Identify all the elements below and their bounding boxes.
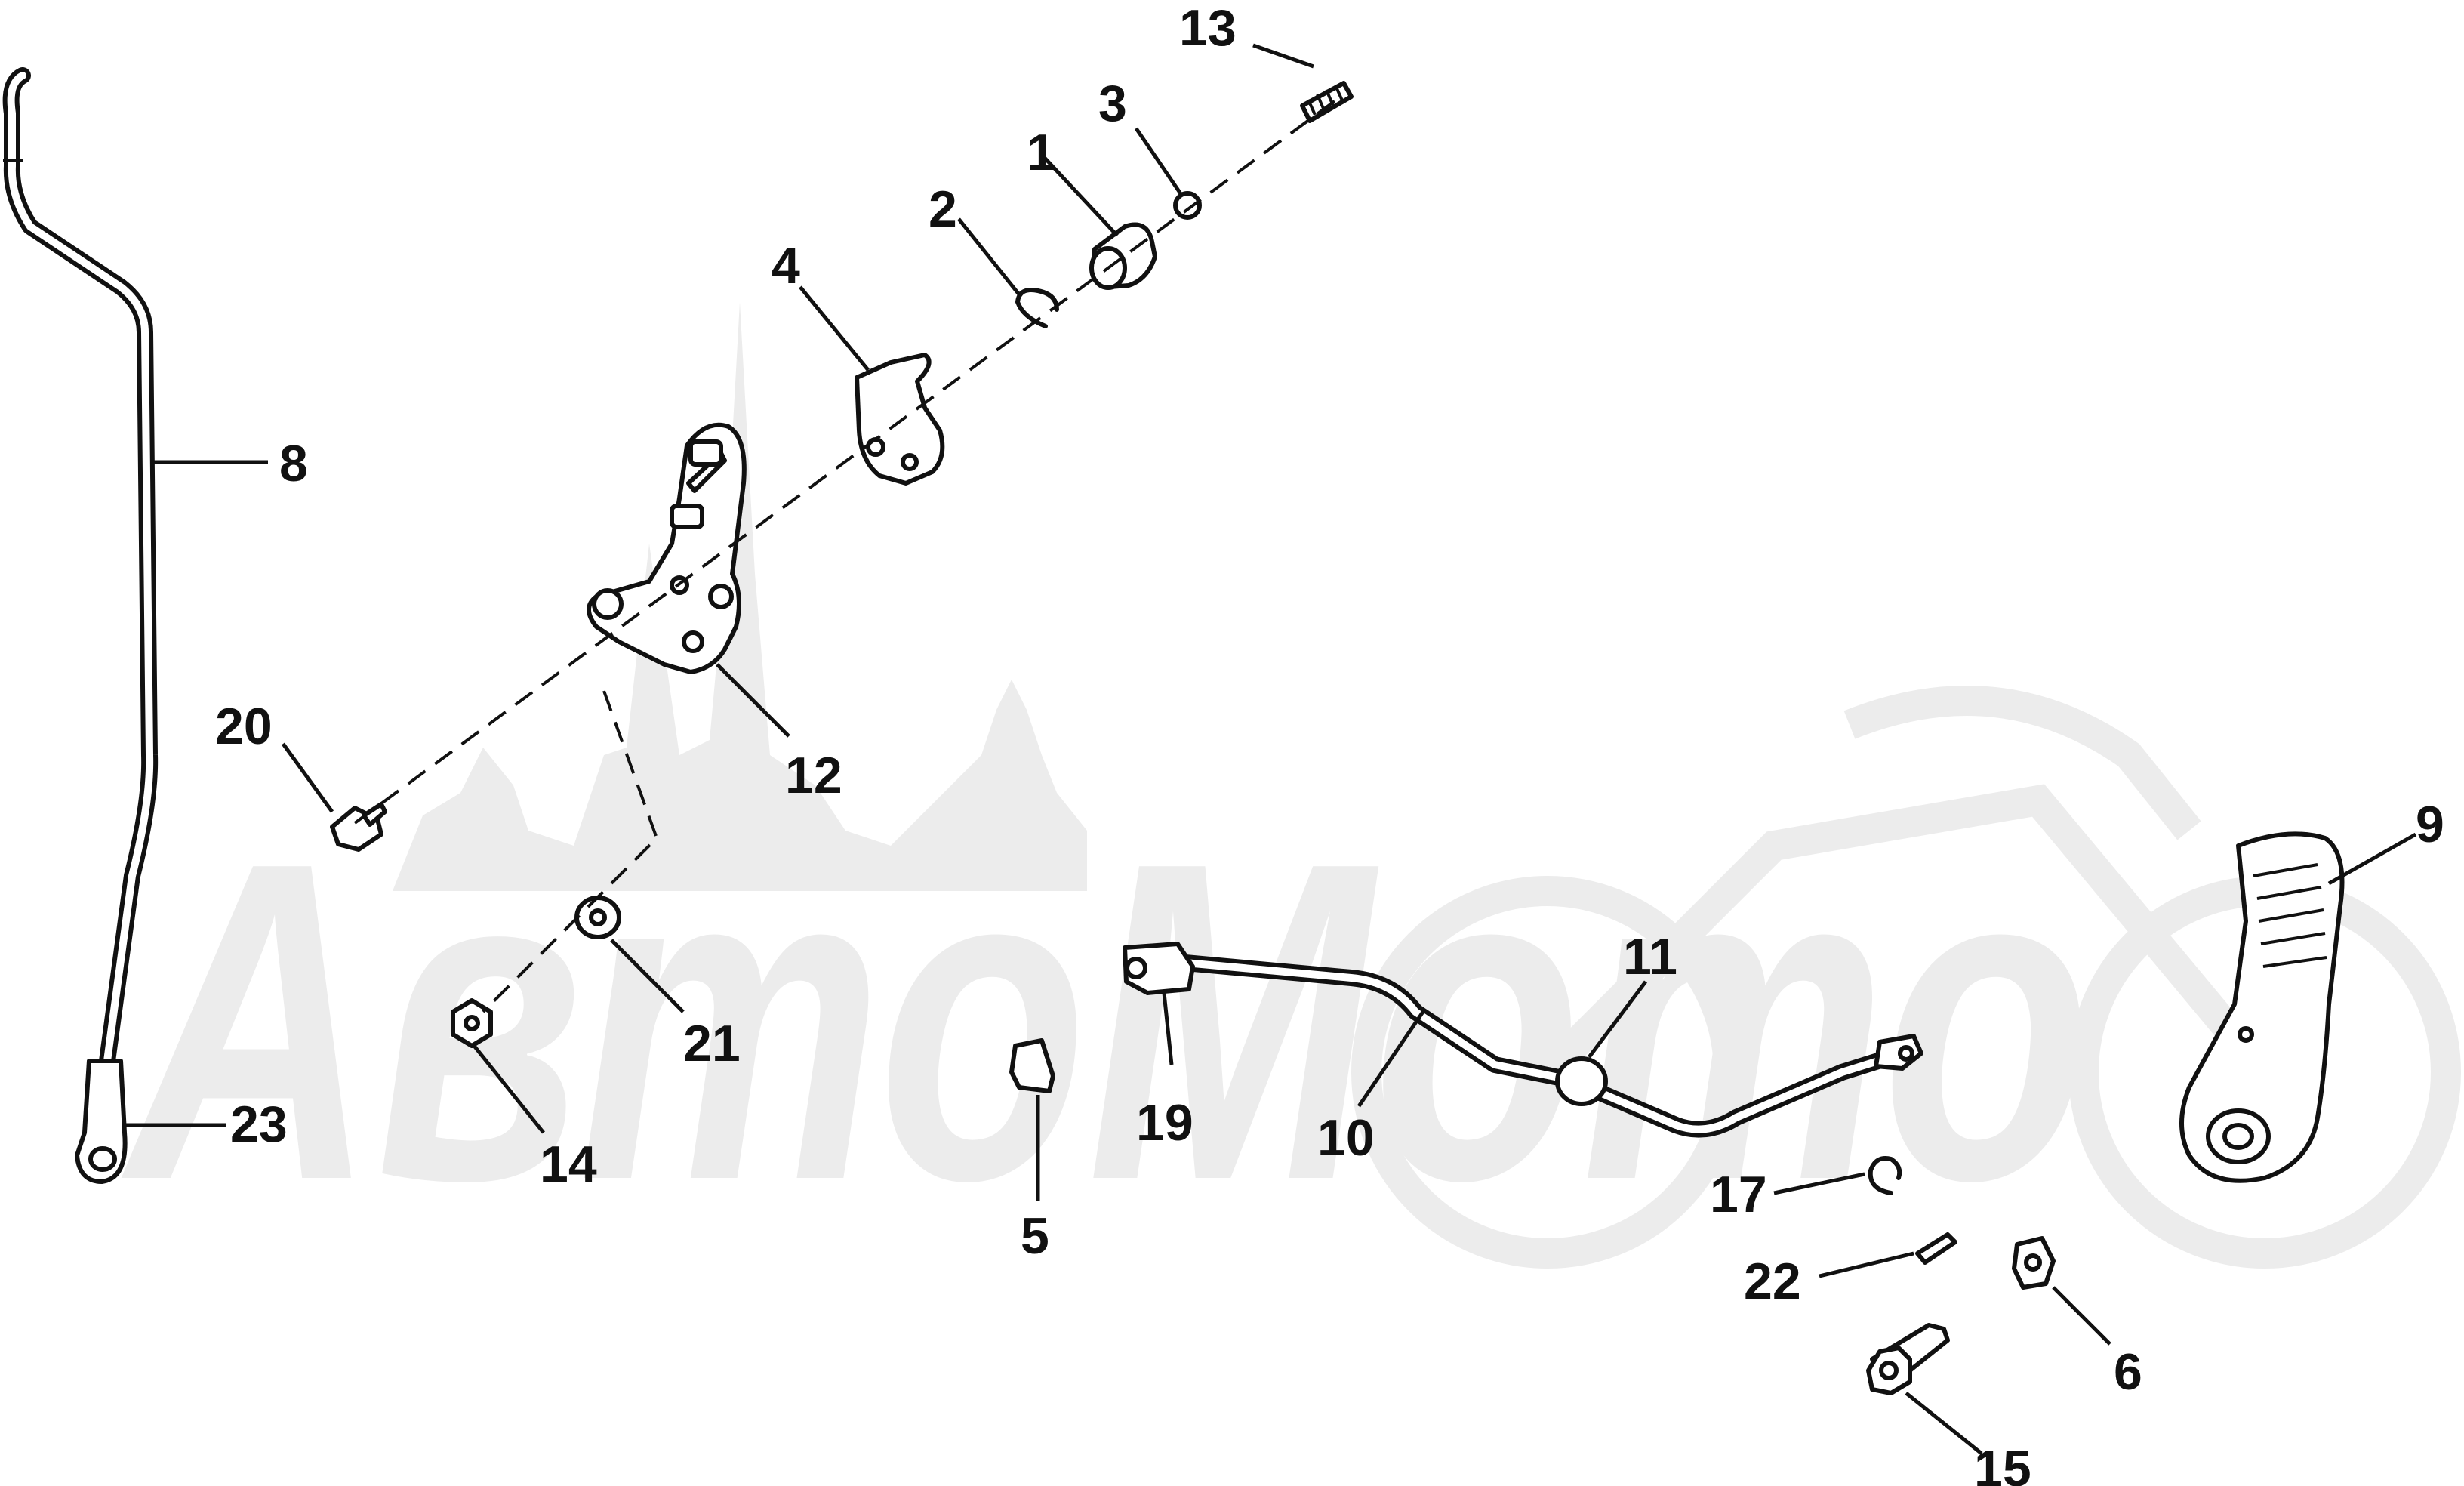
callout-labels: 1 2 3 4 5 6 8 9 10 11 12 13 14 15 17 19 … [215, 0, 2444, 1486]
part-pivot-bolt [1866, 1323, 1950, 1395]
callout-19: 19 [1136, 1094, 1194, 1151]
callout-17: 17 [1710, 1166, 1767, 1223]
callout-11: 11 [1623, 928, 1677, 985]
part-snap-ring [1015, 288, 1059, 328]
part-bolt [330, 802, 387, 852]
callout-14: 14 [540, 1136, 597, 1193]
assembly-lines [353, 93, 1345, 1013]
part-linkage-rod [1177, 954, 1923, 1138]
part-clip-5 [1009, 1038, 1055, 1093]
part-lever-bracket [587, 422, 747, 674]
callout-13: 13 [1179, 0, 1237, 57]
watermark-text: АвтоМото [118, 769, 2091, 1275]
part-spring [1300, 81, 1354, 123]
callout-12: 12 [785, 747, 842, 804]
part-rod-end [75, 1059, 128, 1184]
part-bushing [1089, 222, 1157, 290]
part-pin [1915, 1232, 1957, 1265]
part-shift-pedal [2179, 831, 2345, 1183]
callout-2: 2 [929, 180, 957, 238]
callout-22: 22 [1744, 1253, 1801, 1310]
callout-10: 10 [1317, 1109, 1375, 1167]
callout-15: 15 [1974, 1440, 2031, 1486]
part-square-nut [2012, 1236, 2056, 1290]
part-grommet [1555, 1056, 1608, 1106]
callout-9: 9 [2416, 796, 2444, 853]
part-snap-ring-17 [1868, 1156, 1902, 1195]
part-nut [451, 998, 493, 1048]
part-washer [574, 896, 621, 939]
callout-20: 20 [215, 698, 273, 755]
leader-lines [125, 43, 2417, 1455]
callout-21: 21 [683, 1015, 741, 1072]
part-rod-end-block [1123, 942, 1195, 995]
callout-3: 3 [1098, 75, 1127, 132]
callout-1: 1 [1027, 124, 1055, 181]
watermark: АвтоМото [118, 302, 2461, 1275]
part-washer-small [1173, 191, 1202, 220]
callout-5: 5 [1021, 1207, 1049, 1265]
callout-8: 8 [279, 435, 308, 492]
callout-6: 6 [2114, 1343, 2142, 1401]
part-plate [855, 353, 945, 486]
callout-23: 23 [230, 1096, 288, 1153]
callout-4: 4 [772, 237, 800, 294]
part-shift-rod [2, 67, 159, 1081]
